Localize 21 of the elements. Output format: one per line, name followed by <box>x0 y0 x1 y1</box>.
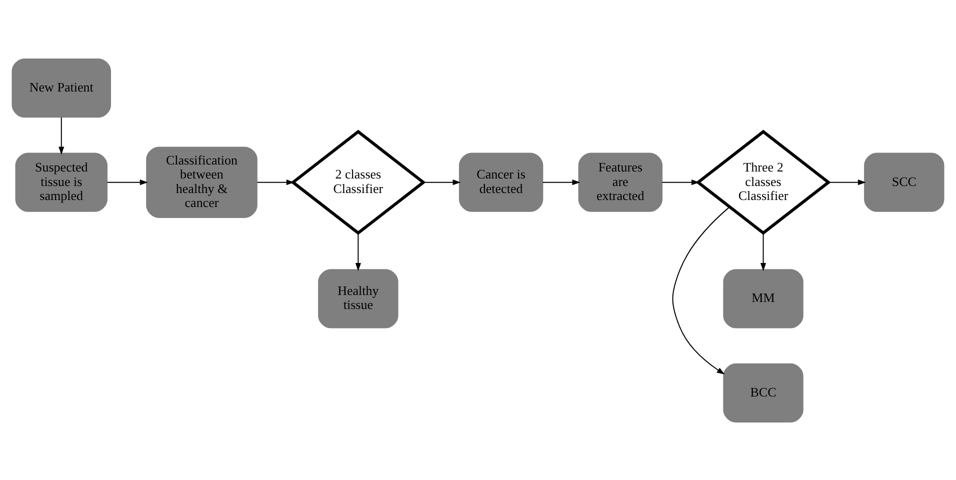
node-box: Suspected tissue is sampled <box>15 152 108 212</box>
node-box: Classification between healthy & cancer <box>146 146 258 218</box>
arrow <box>828 179 866 185</box>
node-diamond: 2 classes Classifier <box>290 129 426 234</box>
arrow <box>257 179 294 185</box>
node-diamond: Three 2 classes Classifier <box>696 129 831 234</box>
node-box: New Patient <box>12 58 112 118</box>
arrow <box>58 116 64 154</box>
arrow <box>423 179 461 185</box>
node-box: BCC <box>723 362 804 422</box>
arrow <box>542 179 580 185</box>
arrow <box>107 179 148 185</box>
node-box: MM <box>723 268 804 328</box>
node-box: SCC <box>864 152 944 212</box>
node-box: Features are extracted <box>578 152 662 212</box>
arrow <box>760 232 766 271</box>
arrow <box>355 232 361 271</box>
node-box: Healthy tissue <box>318 268 398 328</box>
arrow <box>672 206 730 374</box>
node-box: Cancer is detected <box>458 152 544 212</box>
arrow <box>662 179 700 185</box>
